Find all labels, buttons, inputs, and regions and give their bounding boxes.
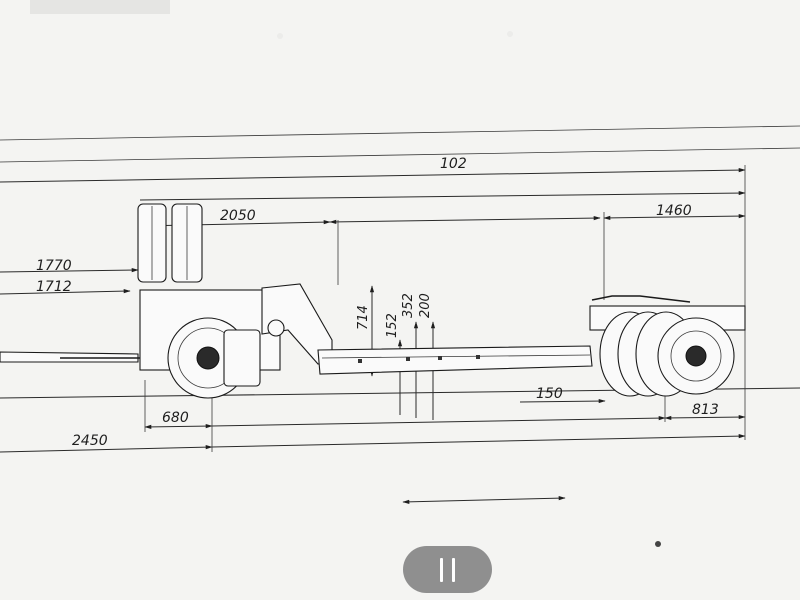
dim-1712: 1712 [36, 279, 72, 295]
pause-icon-bar [452, 557, 455, 582]
dim-2050: 2050 [220, 208, 256, 224]
dim-1770: 1770 [36, 258, 72, 274]
dim-680: 680 [162, 410, 189, 426]
scan-artifacts [30, 0, 513, 39]
dim-150: 150 [536, 386, 563, 402]
dim-overall-length: 102 [440, 156, 467, 172]
dim-200: 200 [418, 293, 433, 318]
dimension-labels: 102 2050 1460 1770 1712 714 152 352 200 … [36, 156, 719, 449]
drawing-frame [0, 125, 800, 163]
dim-813: 813 [692, 402, 719, 418]
dim-152: 152 [385, 313, 400, 338]
trailer-drawing [0, 203, 746, 399]
beam-holes [358, 355, 480, 363]
dim-352: 352 [401, 293, 416, 318]
scan-speck [655, 541, 661, 547]
dim-2450: 2450 [72, 433, 108, 449]
pause-icon [440, 557, 443, 582]
pause-button[interactable] [403, 546, 492, 593]
dimension-lines [0, 165, 800, 504]
dim-1460: 1460 [656, 203, 692, 219]
dim-714: 714 [356, 305, 371, 330]
